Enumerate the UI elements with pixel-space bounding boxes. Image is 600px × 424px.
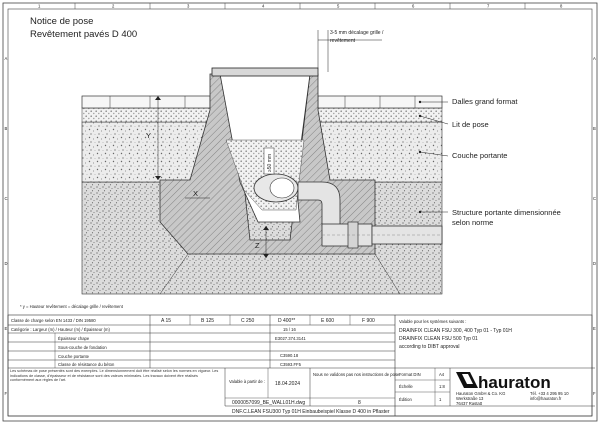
row-b-label: Sous-couche de fondation (58, 345, 107, 350)
paving-left (81, 95, 211, 109)
layer-callouts: Dalles grand format Lit de pose Couche p… (418, 97, 561, 227)
company-name: hauraton (478, 373, 551, 392)
row-d-label: Classe de résistance du béton (58, 362, 115, 367)
system-3: according to DIBT approval (399, 344, 460, 350)
callout-offset-line1: 3-5 mm décalage grille / (330, 30, 384, 36)
scale-label: Échelle (399, 384, 413, 389)
dim-z: Z (255, 241, 260, 250)
row-marker: F (5, 391, 8, 396)
row-marker: A (593, 56, 596, 61)
valid-intro: Valable pour les systèmes suivants : (399, 319, 466, 324)
system-2: DRAINFIX CLEAN FSU 500 Typ 01 (399, 336, 478, 342)
range-row: 15 / 16 (283, 327, 296, 332)
drawing-title: DNF.C.LEAN FSU300 Typ 01H Einbaubeispiel… (232, 409, 390, 415)
col-marker: 1 (38, 4, 41, 9)
edition-value: 1 (439, 397, 442, 402)
ref-3: C3593.FF5 (280, 362, 302, 367)
row-c-label: Couche portante (58, 354, 90, 359)
row-marker: E (5, 326, 8, 331)
min-height-label: ≥50 mm (267, 154, 273, 172)
disclaimer: Les schémas de pose présentés sont des e… (10, 369, 219, 383)
edition-label: Édition (399, 397, 412, 402)
company-address-2: Werkstraße 13 (456, 396, 484, 401)
cross-section: ≥50 mm Y X Z (81, 67, 443, 295)
row-marker: A (5, 56, 8, 61)
class-f900: F 900 (362, 318, 375, 324)
footnote: * y = Hauteur revêtement = décalage gril… (20, 304, 124, 309)
doc-number: 0000057099_BE_WALL01H.dwg (232, 400, 305, 406)
ref-2: C3590.18 (280, 353, 299, 358)
row-marker: D (593, 261, 596, 266)
class-e600: E 600 (321, 318, 334, 324)
dim-x: X (193, 189, 198, 198)
page-title: Notice de pose (30, 16, 93, 27)
class-d400: D 400** (278, 318, 295, 324)
class-c250: C 250 (241, 318, 255, 324)
class-rule: Classe de charge selon EN 1433 / DIN 195… (11, 318, 96, 323)
hauraton-logo: hauraton (456, 372, 551, 392)
company-mail: info@hauraton.fr (530, 396, 562, 401)
col-marker: 5 (337, 4, 340, 9)
col-marker: 2 (112, 4, 115, 9)
col-marker: 7 (487, 4, 490, 9)
valid-from-value: 18.04.2024 (275, 381, 300, 387)
row-marker: F (593, 391, 596, 396)
scale-value: 1:8 (439, 384, 445, 389)
row-marker: D (5, 261, 8, 266)
column-markers: 1 2 3 4 5 6 7 8 (38, 3, 563, 9)
callout-offset-line2: revêtement (330, 38, 356, 44)
system-1: DRAINFIX CLEAN FSU 300, 400 Typ 01 - Typ… (399, 328, 512, 334)
company-phone: Tél. +33 4 295 95 10 (530, 391, 569, 396)
title-block: Classe de charge selon EN 1433 / DIN 195… (7, 314, 595, 417)
concrete-surround (159, 73, 376, 255)
row-markers: A B C D E F A B C D E F (5, 56, 597, 396)
col-marker: 4 (262, 4, 265, 9)
dim-y: Y (146, 131, 151, 140)
ref-1: E3027.374.3141 (275, 336, 306, 341)
company-address-3: 76437 Rastatt (456, 401, 483, 406)
callout-paving: Dalles grand format (452, 97, 518, 106)
row-a-label: Épaisseur chape (58, 336, 90, 341)
page-subtitle: Revêtement pavés D 400 (30, 29, 137, 40)
format-value: A4 (439, 372, 445, 377)
col-marker: 8 (560, 4, 563, 9)
callout-base: Couche portante (452, 151, 507, 160)
callout-structure-line2: selon norme (452, 218, 493, 227)
grate (211, 67, 319, 77)
class-b125: B 125 (201, 318, 214, 324)
row-marker: B (593, 126, 596, 131)
valid-from-label: Valable à partir de : (229, 379, 265, 384)
callout-bed: Lit de pose (452, 120, 489, 129)
row-marker: B (5, 126, 8, 131)
sheet-number: 8 (358, 400, 361, 406)
callout-structure-line1: Structure portante dimensionnée (452, 208, 561, 217)
row-marker: E (593, 326, 596, 331)
row-marker: C (593, 196, 596, 201)
col-marker: 6 (412, 4, 415, 9)
load-class-note: Catégorie : Largeur (m) / Hauteur (m) / … (11, 327, 111, 332)
class-a15: A 15 (161, 318, 171, 324)
col-marker: 3 (187, 4, 190, 9)
company-address-1: Hauraton GmbH & Co. KG (456, 391, 505, 396)
responsibility-note: Nous ne validons pas nos instructions de… (313, 372, 401, 377)
row-marker: C (5, 196, 8, 201)
format-label: Format DIN (399, 372, 421, 377)
